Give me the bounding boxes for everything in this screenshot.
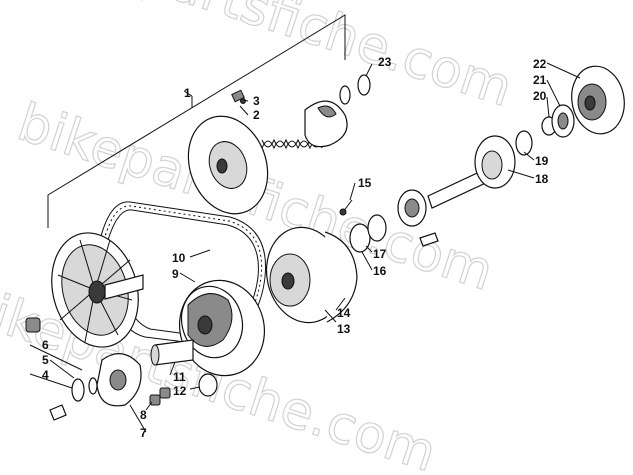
callout-11: 11 (173, 370, 186, 384)
bushing (25, 317, 41, 333)
assembly-bracket (47, 14, 346, 228)
callout-1: 1 (184, 86, 191, 100)
bolt-hardware (231, 89, 246, 104)
callout-20: 20 (533, 89, 547, 103)
callout-9: 9 (172, 267, 179, 281)
leader-lines (29, 62, 581, 433)
bearing-twenty (541, 104, 575, 138)
callout-22: 22 (533, 57, 547, 71)
spider-cover (304, 100, 348, 148)
callout-16: 16 (373, 264, 387, 278)
callout-2: 2 (253, 108, 260, 122)
driven-clutch (178, 279, 266, 377)
callout-7: 7 (140, 426, 147, 440)
ring-nineteen (515, 130, 533, 156)
callout-10: 10 (172, 251, 186, 265)
callout-5: 5 (42, 353, 49, 367)
callout-21: 21 (533, 73, 547, 87)
washers-left (49, 377, 98, 421)
bolt-fifteen (339, 199, 353, 216)
callout-8: 8 (140, 408, 147, 422)
fixed-drive-sheave (51, 232, 144, 348)
bearing-carrier (397, 189, 439, 247)
clutch-housing (571, 65, 625, 135)
callout-18: 18 (535, 172, 549, 186)
shaft (150, 339, 194, 366)
callout-17: 17 (373, 247, 387, 261)
callout-19: 19 (535, 154, 549, 168)
rollers-nut (149, 373, 218, 406)
callout-3: 3 (253, 94, 260, 108)
output-shaft (427, 135, 516, 209)
callout-13: 13 (337, 322, 351, 336)
watermark-line-top: bikepartsfiche.com (30, 0, 520, 119)
callout-15: 15 (358, 176, 372, 190)
callout-4: 4 (42, 368, 49, 382)
driven-sheave (265, 226, 358, 324)
callout-6: 6 (42, 338, 49, 352)
seals (349, 214, 387, 253)
callout-labels: 1 2 3 4 5 6 7 8 9 10 11 12 13 14 15 16 1… (42, 55, 549, 440)
callout-12: 12 (173, 384, 187, 398)
spider-assembly (96, 353, 142, 407)
snap-rings (339, 74, 371, 105)
movable-drive-sheave (187, 115, 269, 215)
callout-23: 23 (378, 55, 392, 69)
callout-14: 14 (337, 306, 351, 320)
